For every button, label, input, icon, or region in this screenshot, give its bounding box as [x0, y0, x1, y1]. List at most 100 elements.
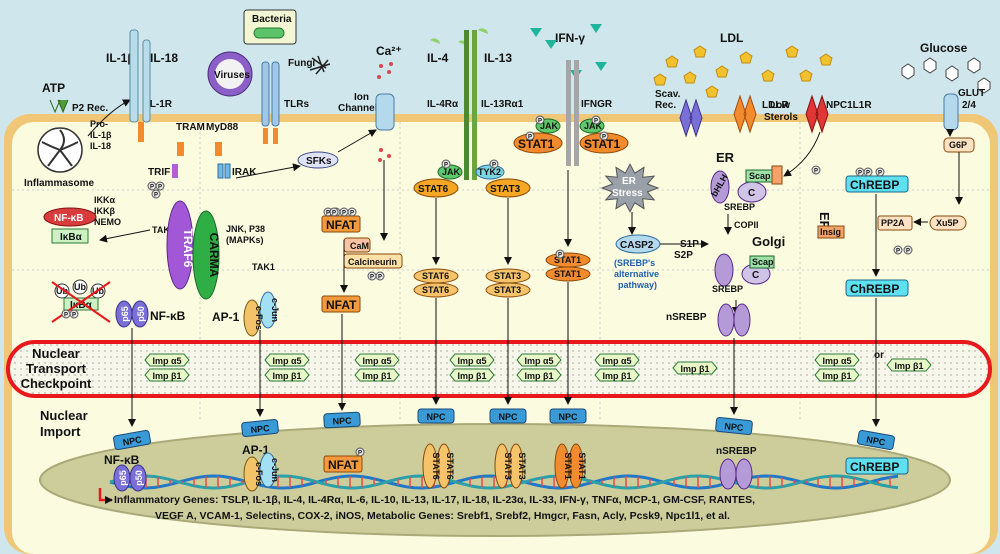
phosphate-label: P: [444, 163, 448, 169]
importin-icon: [354, 368, 400, 382]
pro-il1b-label: IL-1β: [90, 130, 112, 140]
g6p-label: G6P: [949, 140, 967, 150]
il4ra-label: IL-4Rα: [427, 99, 459, 110]
importin-label: Imp β1: [681, 364, 710, 374]
transcription-arrow: [98, 488, 113, 504]
ca2-label: Ca²⁺: [376, 44, 402, 58]
ldl-particle-icon: [683, 71, 697, 84]
phosphate-label: P: [492, 163, 496, 169]
npc-icon: NPC: [323, 411, 361, 429]
importin-label: Imp α5: [362, 356, 391, 366]
nfkb-dimer-label: NF-κB: [150, 309, 186, 323]
nfkb-node: [43, 207, 97, 227]
er-stress-label-1: ER: [622, 176, 637, 187]
nsrebp-label: nSREBP: [666, 312, 707, 323]
ldl-particle-icon: [761, 69, 775, 82]
nuc-stat6-label-b: STAT6: [445, 452, 455, 479]
il1r-label: IL-1R: [147, 99, 173, 110]
jak-stat1-a-label: JAK: [540, 121, 559, 131]
importin-icon: [516, 353, 562, 367]
phosphate-label: P: [602, 135, 606, 141]
phosphate-icon: [599, 131, 609, 141]
tyk2-label: TYK2: [478, 167, 501, 177]
importin-label: Imp α5: [152, 356, 181, 366]
npc-icon: NPC: [241, 418, 279, 438]
nemo-label: NEMO: [94, 217, 121, 227]
phosphate-icon: [555, 249, 565, 259]
il13ra1-receptor-icon: [472, 30, 477, 180]
importin-icon: [144, 353, 190, 367]
ikka-label: IKKα: [94, 195, 115, 205]
scap-golgi-label: Scap: [752, 257, 774, 267]
nuc-chrebp-label: ChREBP: [850, 460, 899, 474]
arrow-ldl-sterols: [783, 131, 821, 177]
myd88-label: MyD88: [206, 122, 239, 133]
tlr-receptor-icon: [261, 61, 280, 127]
jnk-label: JNK, P38: [226, 224, 265, 234]
ldl-label: LDL: [720, 31, 743, 45]
stat6-dimer-b: [413, 282, 459, 298]
npc-label: NPC: [724, 421, 744, 433]
importin-icon: [814, 353, 860, 367]
importin-icon: [264, 368, 310, 382]
cytokine-icons: [430, 28, 488, 46]
ldlr-label: LDLR: [762, 100, 789, 111]
nfat-label: NFAT: [326, 298, 357, 312]
scap-golgi-node: [749, 255, 775, 269]
bacteria-label: Bacteria: [252, 14, 292, 25]
phosphate-icon: [155, 181, 165, 191]
phosphate-label: P: [326, 211, 330, 217]
importin-label: Imp α5: [524, 356, 553, 366]
npc-label: NPC: [498, 412, 518, 422]
atp-label: ATP: [42, 81, 65, 95]
il13-label: IL-13: [484, 51, 512, 65]
or-label: or: [874, 350, 884, 361]
ikba-degraded-label: IκBα: [70, 300, 93, 311]
importin-label: Imp β1: [273, 371, 302, 381]
nuc-p50-label: p50: [134, 470, 144, 486]
ldl-particle-icon: [693, 45, 707, 58]
chrebp-phospho-node: [845, 175, 909, 193]
nuc-stat1-label-a: STAT1: [563, 452, 573, 479]
importin-label: Imp α5: [457, 356, 486, 366]
importin-icon: [672, 361, 718, 375]
ikba-label: IκBα: [60, 232, 83, 243]
er-stress-label-2: Stress: [612, 188, 643, 199]
stat6-node: [413, 178, 459, 198]
phosphate-label: P: [350, 211, 354, 217]
npc-icon: NPC: [715, 416, 753, 436]
nuc-cjun-node: [259, 452, 277, 488]
npc1l1r-icon: [805, 94, 829, 134]
phosphate-icon: [441, 159, 451, 169]
phosphate-icon: [375, 271, 385, 281]
phosphate-label: P: [528, 135, 532, 141]
checkpoint-title-1: Nuclear: [32, 346, 80, 361]
stat1-dimer-label-a: STAT1: [554, 255, 581, 265]
importin-icon: [814, 368, 860, 382]
phosphate-label: P: [378, 275, 382, 281]
npc-icon: NPC: [549, 408, 587, 424]
nuc-stat6-b: [436, 443, 452, 489]
s1p-label: S1P: [680, 239, 699, 250]
nuc-cjun-label: c-Jun: [270, 458, 280, 482]
phosphate-icon: [69, 309, 79, 319]
nuclear-transport-checkpoint: [6, 340, 992, 398]
il13ra1-label: IL-13Rα1: [481, 99, 524, 110]
importin-icon: [264, 353, 310, 367]
npc-icon: NPC: [857, 429, 895, 451]
phosphate-label: P: [558, 253, 562, 259]
tlrs-label: TLRs: [284, 99, 309, 110]
phosphate-label: P: [370, 275, 374, 281]
jak-stat1-b-label: JAK: [584, 121, 603, 131]
nsrebp-node-a: [717, 303, 735, 337]
ub-label-1: Ub: [56, 286, 68, 296]
ldl-particle-icon: [739, 51, 753, 64]
chrebp-phospho-label: ChREBP: [850, 178, 899, 192]
trif-icon: [172, 164, 178, 178]
importin-label: Imp β1: [525, 371, 554, 381]
nuc-nfkb-label: NF-κB: [104, 453, 140, 467]
ldl-particles-icon: [653, 45, 833, 98]
phosphate-label: P: [906, 249, 910, 255]
xu5p-node: [929, 215, 967, 231]
